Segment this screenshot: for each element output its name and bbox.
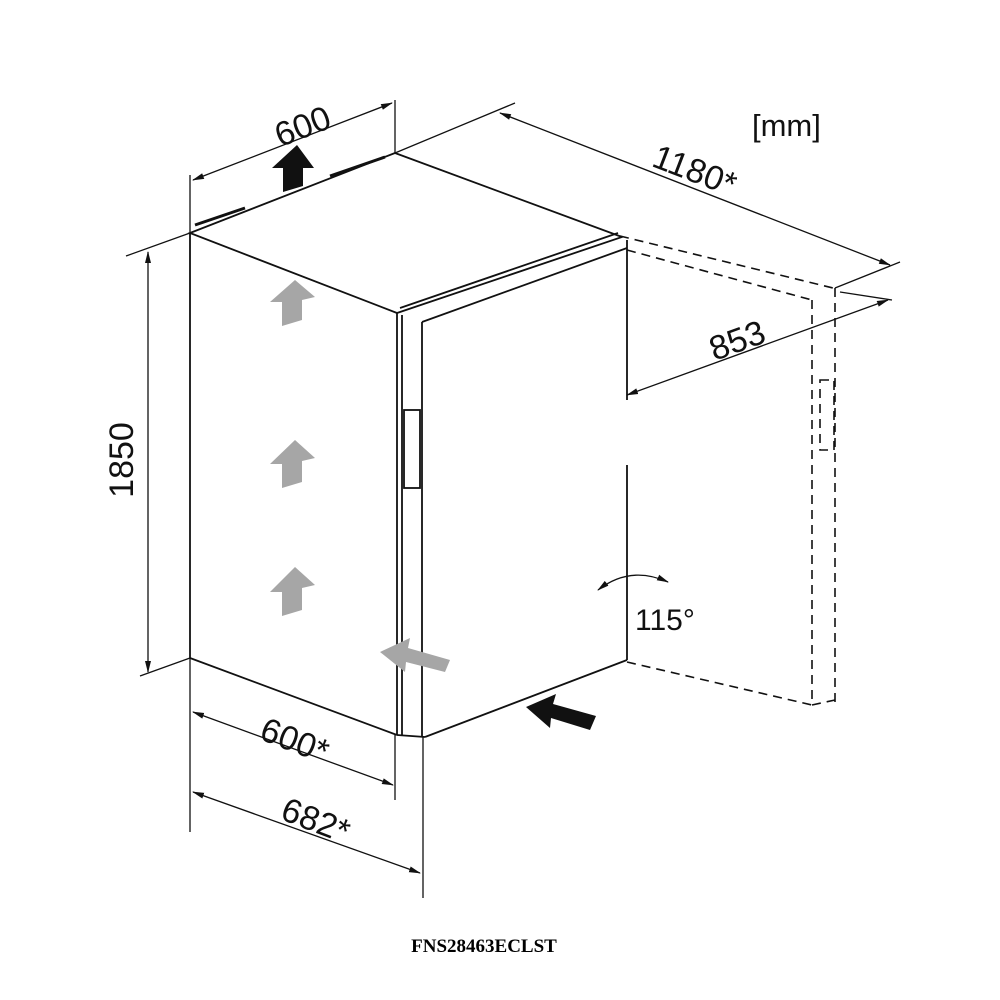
left-arrow-icon: [526, 694, 596, 730]
dim-top-width: 600: [270, 99, 337, 155]
door-angle-label: 115°: [635, 604, 695, 637]
door-angle-arc: [597, 574, 669, 591]
units-label: [mm]: [752, 108, 821, 143]
dim-depth-open-door: 1180*: [648, 138, 742, 204]
up-arrow-icon: [272, 145, 314, 192]
dim-depth: 600*: [255, 711, 334, 772]
dim-height: 1850: [103, 422, 141, 498]
dimension-lines: [125, 100, 901, 898]
up-arrow-icon: [270, 280, 315, 326]
dim-door-width: 853: [704, 313, 770, 368]
model-caption: FNS28463ECLST: [411, 936, 557, 957]
up-arrow-icon: [270, 440, 315, 488]
door-handle: [403, 409, 421, 489]
up-arrow-icon: [270, 567, 315, 616]
airflow-arrows: [270, 145, 596, 730]
dim-depth-with-door: 682*: [276, 791, 355, 852]
left-arrow-icon: [380, 638, 450, 672]
